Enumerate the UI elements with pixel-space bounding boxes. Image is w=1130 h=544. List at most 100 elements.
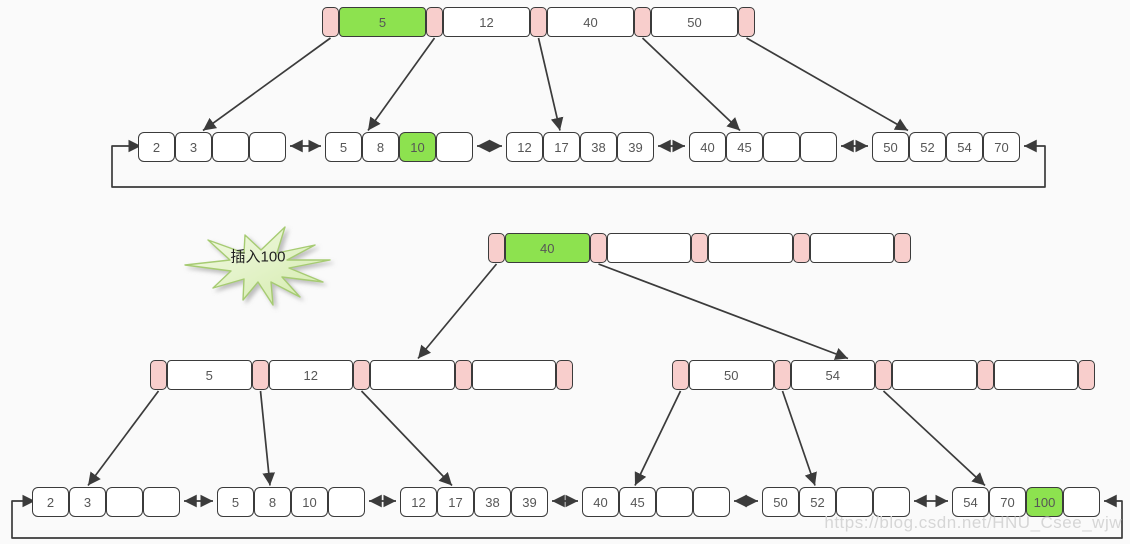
pointer-cell bbox=[976, 360, 994, 390]
leaf-cell bbox=[436, 132, 473, 162]
pointer-cell bbox=[556, 360, 573, 390]
key-cell bbox=[993, 360, 1078, 390]
leaf-cell: 50 bbox=[762, 487, 799, 517]
pointer-cell bbox=[530, 7, 547, 37]
key-cell bbox=[370, 360, 455, 390]
leaf-cell: 45 bbox=[726, 132, 763, 162]
leaf-cell: 38 bbox=[474, 487, 511, 517]
pointer-cell bbox=[691, 233, 708, 263]
leaf-cell: 39 bbox=[617, 132, 654, 162]
pointer-cell bbox=[454, 360, 472, 390]
key-cell bbox=[892, 360, 977, 390]
leaf-cell: 8 bbox=[254, 487, 291, 517]
leaf-cell bbox=[249, 132, 286, 162]
leaf-cell: 8 bbox=[362, 132, 399, 162]
leaf-cell: 2 bbox=[32, 487, 69, 517]
key-cell bbox=[809, 233, 894, 263]
leaf-cell: 5 bbox=[325, 132, 362, 162]
pointer-cell bbox=[426, 7, 443, 37]
leaf-cell: 12 bbox=[400, 487, 437, 517]
leaf-cell: 10 bbox=[291, 487, 328, 517]
pointer-cell bbox=[589, 233, 607, 263]
key-cell: 50 bbox=[689, 360, 774, 390]
root-node-after: 40 bbox=[488, 233, 911, 263]
pointer-cell bbox=[1078, 360, 1095, 390]
leaf-link-arrows bbox=[184, 139, 948, 508]
burst-shape bbox=[184, 226, 331, 306]
leaf-cell bbox=[873, 487, 910, 517]
pointer-cell bbox=[792, 233, 810, 263]
leaf-cell bbox=[800, 132, 837, 162]
key-cell: 5 bbox=[167, 360, 252, 390]
pointer-cell bbox=[251, 360, 269, 390]
pointer-cell bbox=[738, 7, 755, 37]
leaf-cell bbox=[1063, 487, 1100, 517]
leaf-cell: 70 bbox=[983, 132, 1020, 162]
leaf-cell: 12 bbox=[506, 132, 543, 162]
pointer-cell bbox=[634, 7, 651, 37]
leaf-loop-link bbox=[11, 139, 1123, 539]
leaf-cell bbox=[212, 132, 249, 162]
leaf-cell bbox=[836, 487, 873, 517]
leaf-cell: 40 bbox=[582, 487, 619, 517]
leaf-cell: 3 bbox=[175, 132, 212, 162]
leaf-cell bbox=[763, 132, 800, 162]
key-cell: 5 bbox=[339, 7, 426, 37]
leaf-cell: 39 bbox=[511, 487, 548, 517]
leaf-cell: 45 bbox=[619, 487, 656, 517]
pointer-cell bbox=[150, 360, 167, 390]
internal-node-right: 50 54 bbox=[672, 360, 1095, 390]
watermark: https://blog.csdn.net/HNU_Csee_wjw bbox=[824, 513, 1122, 532]
pointer-cell bbox=[875, 360, 892, 390]
leaf-cell: 52 bbox=[799, 487, 836, 517]
key-cell bbox=[606, 233, 691, 263]
key-cell: 12 bbox=[268, 360, 353, 390]
key-cell: 54 bbox=[790, 360, 875, 390]
tree-edges bbox=[87, 37, 986, 487]
leaf-cell: 17 bbox=[543, 132, 580, 162]
leaf-cell bbox=[328, 487, 365, 517]
leaf-cell: 3 bbox=[69, 487, 106, 517]
leaf-cell: 5 bbox=[217, 487, 254, 517]
leaf-cell bbox=[693, 487, 730, 517]
leaf-cell: 100 bbox=[1026, 487, 1063, 517]
key-cell bbox=[708, 233, 793, 263]
internal-node-left: 5 12 bbox=[150, 360, 573, 390]
pointer-cell bbox=[322, 7, 339, 37]
leaf-cell: 50 bbox=[872, 132, 909, 162]
key-cell bbox=[471, 360, 556, 390]
burst-label: 插入100 bbox=[230, 248, 286, 266]
leaf-cell: 40 bbox=[689, 132, 726, 162]
key-cell: 40 bbox=[547, 7, 634, 37]
leaf-cell: 2 bbox=[138, 132, 175, 162]
key-cell: 50 bbox=[651, 7, 738, 37]
key-cell: 40 bbox=[505, 233, 590, 263]
leaf-cell bbox=[656, 487, 693, 517]
leaf-cell bbox=[143, 487, 180, 517]
pointer-cell bbox=[353, 360, 370, 390]
leaf-cell: 52 bbox=[909, 132, 946, 162]
pointer-cell bbox=[488, 233, 505, 263]
leaf-cell: 54 bbox=[952, 487, 989, 517]
leaf-cell: 70 bbox=[989, 487, 1026, 517]
leaf-cell: 38 bbox=[580, 132, 617, 162]
pointer-cell bbox=[894, 233, 911, 263]
leaf-cell bbox=[106, 487, 143, 517]
leaf-cell: 54 bbox=[946, 132, 983, 162]
leaf-cell: 10 bbox=[399, 132, 436, 162]
pointer-cell bbox=[672, 360, 689, 390]
